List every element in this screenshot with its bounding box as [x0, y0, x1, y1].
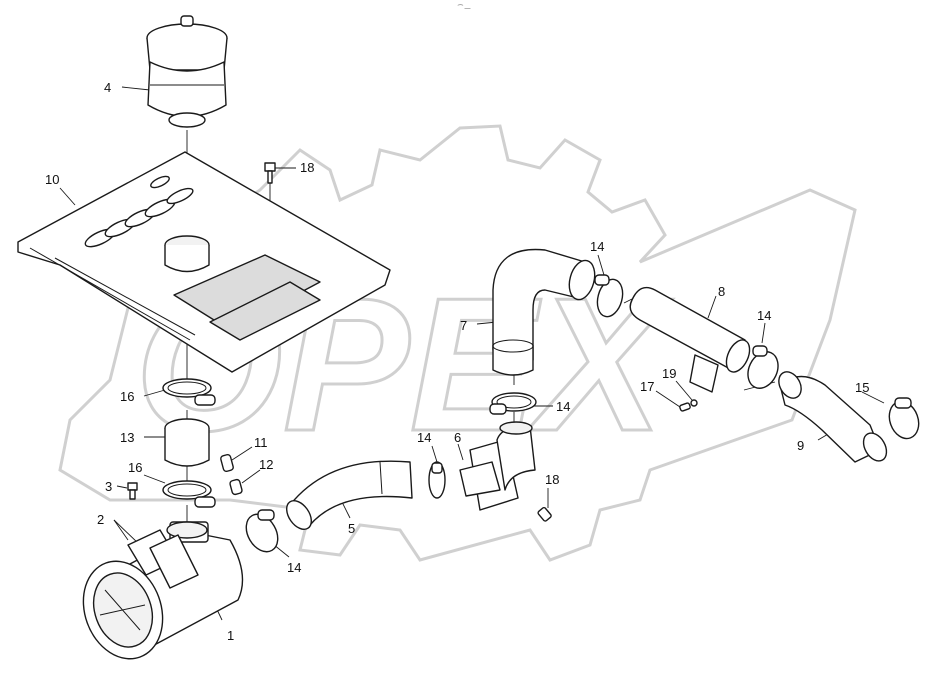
- callout-9: 9: [797, 438, 804, 453]
- callout-14-center: 14: [556, 399, 570, 414]
- part-clamp-14-center: [489, 392, 537, 415]
- part-fitting-11: [220, 453, 234, 473]
- part-hose-9: [778, 371, 888, 463]
- callout-5: 5: [348, 521, 355, 536]
- part-air-filter: [82, 521, 244, 660]
- callout-14-right: 14: [590, 239, 604, 254]
- part-precleaner: [146, 15, 228, 128]
- part-elbow-6: [459, 421, 536, 511]
- callout-6: 6: [454, 430, 461, 445]
- callout-1: 1: [227, 628, 234, 643]
- callout-19: 19: [662, 366, 676, 381]
- part-clamp-14-right: [594, 274, 624, 318]
- callout-12: 12: [259, 457, 273, 472]
- callout-15: 15: [855, 380, 869, 395]
- callout-3: 3: [105, 479, 112, 494]
- part-elbow-7: [492, 248, 596, 376]
- callout-14-left: 14: [287, 560, 301, 575]
- part-clamp-14-mid: [428, 461, 446, 499]
- part-hose-5: [285, 460, 413, 531]
- callout-14-mid: 14: [417, 430, 431, 445]
- callout-7: 7: [460, 318, 467, 333]
- part-sleeve: [164, 418, 210, 467]
- callout-14-far: 14: [757, 308, 771, 323]
- part-washer-19: [690, 399, 698, 407]
- callout-4: 4: [104, 80, 111, 95]
- part-fitting-12: [229, 478, 243, 496]
- part-bolt-top: [264, 162, 276, 184]
- part-bolt-right: [537, 506, 552, 522]
- callout-17: 17: [640, 379, 654, 394]
- watermark-gear-outline: [58, 124, 857, 562]
- callout-11: 11: [254, 435, 268, 450]
- part-hood-panel: [17, 151, 391, 373]
- part-bolt-left: [127, 482, 138, 500]
- part-hose-8: [629, 286, 751, 393]
- callout-8: 8: [718, 284, 725, 299]
- part-clamp-14-left: [245, 509, 279, 553]
- callout-labels: 1 2 3 4 5 6 7 8 9 10 11 12 13 14 14 14 1…: [45, 80, 869, 643]
- callout-13: 13: [120, 430, 134, 445]
- hood-slots: [84, 175, 194, 248]
- part-clamp-lower: [162, 480, 216, 508]
- part-clamp-upper: [162, 378, 216, 406]
- callout-2: 2: [97, 512, 104, 527]
- part-clamp-15: [888, 397, 920, 440]
- part-bolt-17: [679, 402, 691, 412]
- part-clamp-14-far: [747, 345, 779, 389]
- corner-mark: ⁀ —: [457, 4, 471, 12]
- callout-18-right: 18: [545, 472, 559, 487]
- callout-10: 10: [45, 172, 59, 187]
- callout-16-lower: 16: [128, 460, 142, 475]
- callout-16-upper: 16: [120, 389, 134, 404]
- callout-18-top: 18: [300, 160, 314, 175]
